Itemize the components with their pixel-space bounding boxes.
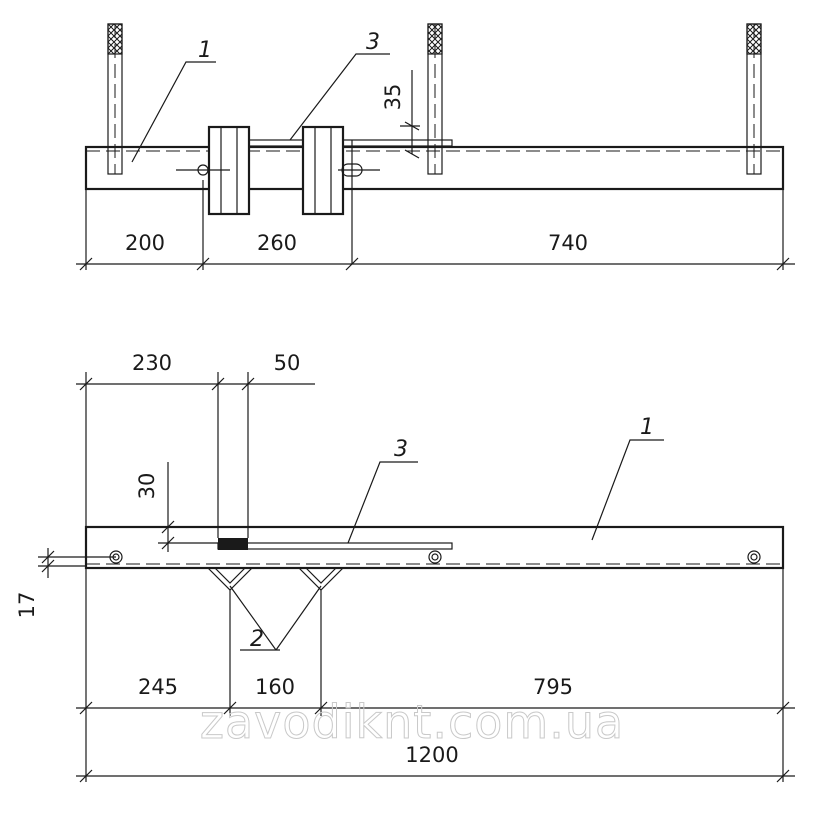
dim-740: 740 (548, 231, 588, 255)
dim-1200: 1200 (405, 743, 458, 767)
top-callout-1: 1 (198, 38, 212, 63)
dim-160: 160 (255, 675, 295, 699)
top-clamp-right (301, 125, 345, 216)
dim-35: 35 (381, 84, 405, 111)
side-leader-2 (229, 585, 322, 651)
watermark: zavodiknt.com.ua (200, 695, 624, 749)
dim-200: 200 (125, 231, 165, 255)
side-hole-right (747, 550, 761, 564)
side-bracket-right (297, 567, 345, 591)
side-rod-block (218, 538, 248, 550)
side-rod-part-3 (217, 542, 453, 550)
side-callout-3: 3 (394, 437, 408, 462)
dim-230: 230 (132, 351, 172, 375)
dim-260: 260 (257, 231, 297, 255)
dim-17: 17 (15, 592, 39, 619)
side-callout-1: 1 (640, 415, 654, 440)
side-leader-1 (591, 439, 664, 541)
side-dimension-line (76, 568, 795, 783)
dim-795: 795 (533, 675, 573, 699)
top-leader-1 (131, 61, 216, 163)
side-hole-middle (428, 550, 442, 564)
dim-50: 50 (274, 351, 301, 375)
top-post-right (746, 23, 762, 175)
side-view: 230 50 30 17 1 3 2 (15, 351, 795, 783)
side-leader-3 (347, 461, 418, 544)
top-dimension-line (76, 180, 795, 271)
side-beam (84, 525, 785, 570)
top-callout-3: 3 (366, 30, 380, 55)
top-leader-3 (289, 53, 390, 141)
dim-30: 30 (135, 473, 159, 500)
top-view: 35 1 3 200 260 740 (76, 23, 795, 271)
top-post-left (107, 23, 123, 175)
top-post-middle (427, 23, 443, 175)
side-bracket-left (206, 567, 254, 591)
side-callout-2: 2 (250, 627, 264, 652)
dim-245: 245 (138, 675, 178, 699)
